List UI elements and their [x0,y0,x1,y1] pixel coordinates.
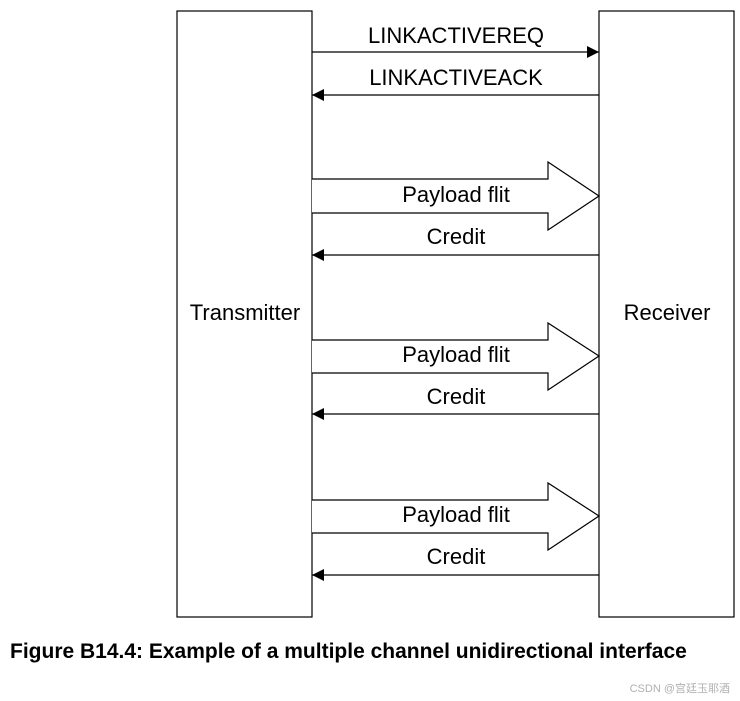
credit-label-1: Credit [427,224,486,249]
payload-flit-label-3: Payload flit [402,502,510,527]
receiver-block [598,10,735,618]
transmitter-block [176,10,313,618]
watermark: CSDN @宫廷玉耶酒 [629,683,730,695]
payload-flit-label-1: Payload flit [402,182,510,207]
figure-caption: Figure B14.4: Example of a multiple chan… [10,640,687,663]
link-active-req-label: LINKACTIVEREQ [368,23,544,48]
credit-label-3: Credit [427,544,486,569]
payload-flit-label-2: Payload flit [402,342,510,367]
payload-flit-arrow-2 [312,321,601,392]
link-active-ack-label: LINKACTIVEACK [369,65,543,90]
credit-label-2: Credit [427,384,486,409]
transmitter-label: Transmitter [190,300,300,325]
receiver-label: Receiver [624,300,711,325]
payload-flit-arrow-1 [312,160,601,232]
payload-flit-arrow-3 [312,481,601,552]
